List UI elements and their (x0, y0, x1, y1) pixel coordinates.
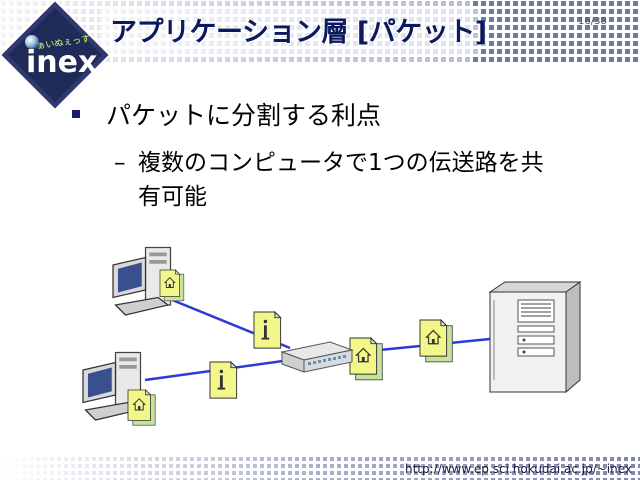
network-diagram (82, 246, 582, 426)
svg-text:inex: inex (26, 45, 97, 80)
bullet-sub-text: 複数のコンピュータで1つの伝送路を共 有可能 (138, 146, 618, 214)
footer-url: http://www.ep.sci.hokudai.ac.jp/~inex (404, 462, 632, 476)
hub-icon (280, 341, 354, 373)
inex-logo: inex ぁいぬぇっす (0, 0, 110, 110)
bullet-sub-line2: 有可能 (138, 184, 207, 210)
footer-band (0, 456, 640, 480)
slide-title: アプリケーション層 [パケット] (110, 17, 487, 48)
home-document-icon (419, 319, 453, 363)
info-document-icon (253, 311, 282, 349)
header-band (0, 0, 640, 62)
home-document-icon (349, 337, 383, 381)
page-number: 16/38 (578, 16, 607, 27)
home-document-icon (159, 269, 185, 302)
bullet-square-icon (72, 110, 80, 118)
info-document-icon (209, 361, 238, 399)
bullet-dash: – (114, 150, 126, 176)
bullet-sub-line1: 複数のコンピュータで1つの伝送路を共 (138, 150, 544, 176)
bullet-main-text: パケットに分割する利点 (106, 101, 382, 130)
server-icon (488, 281, 582, 394)
home-document-icon (127, 389, 156, 426)
